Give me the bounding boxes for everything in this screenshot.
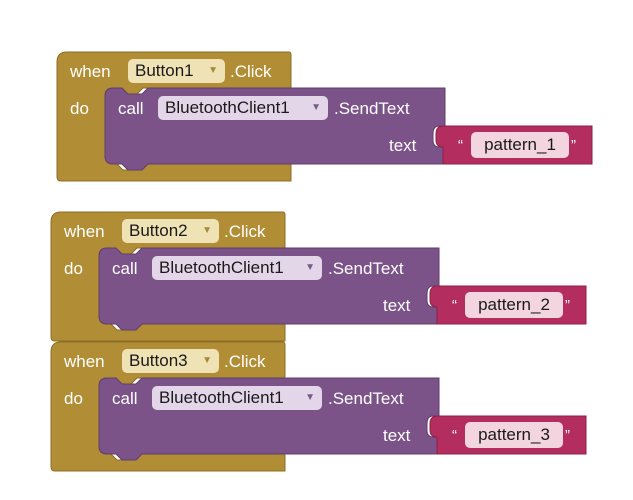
when-label: when (70, 62, 111, 81)
dropdown-arrow-icon: ▼ (305, 392, 315, 403)
dropdown-arrow-icon: ▼ (311, 102, 321, 113)
dropdown-arrow-icon: ▼ (305, 262, 315, 273)
string-value-field[interactable]: pattern_2 (465, 292, 563, 318)
string-value-field[interactable]: pattern_1 (471, 132, 569, 158)
arg-text-label: text (389, 136, 417, 155)
component-dropdown[interactable]: Button1 ▼ (128, 59, 225, 83)
do-label: do (64, 389, 83, 408)
bluetooth-component-label: BluetoothClient1 (159, 258, 284, 277)
call-label: call (112, 259, 138, 278)
do-label: do (64, 259, 83, 278)
dropdown-arrow-icon: ▼ (202, 355, 212, 366)
dropdown-arrow-icon: ▼ (208, 65, 218, 76)
do-label: do (70, 99, 89, 118)
call-label: call (118, 99, 144, 118)
event-name-label: .Click (224, 352, 266, 371)
call-label: call (112, 389, 138, 408)
method-name-label: .SendText (328, 259, 404, 278)
event-name-label: .Click (224, 222, 266, 241)
close-quote: ” (565, 297, 570, 314)
method-name-label: .SendText (328, 389, 404, 408)
bluetooth-component-label: BluetoothClient1 (159, 388, 284, 407)
open-quote: “ (452, 427, 457, 444)
component-dropdown-label: Button2 (129, 221, 188, 240)
component-dropdown[interactable]: Button3 ▼ (122, 349, 219, 373)
component-dropdown-label: Button3 (129, 351, 188, 370)
close-quote: ” (571, 137, 576, 154)
dropdown-arrow-icon: ▼ (202, 225, 212, 236)
open-quote: “ (458, 137, 463, 154)
close-quote: ” (565, 427, 570, 444)
arg-text-label: text (383, 296, 411, 315)
string-value-field[interactable]: pattern_3 (465, 422, 563, 448)
event-name-label: .Click (230, 62, 272, 81)
bluetooth-component-dropdown[interactable]: BluetoothClient1 ▼ (152, 386, 322, 410)
when-label: when (64, 352, 105, 371)
bluetooth-component-dropdown[interactable]: BluetoothClient1 ▼ (158, 96, 328, 120)
method-name-label: .SendText (334, 99, 410, 118)
component-dropdown[interactable]: Button2 ▼ (122, 219, 219, 243)
bluetooth-component-dropdown[interactable]: BluetoothClient1 ▼ (152, 256, 322, 280)
open-quote: “ (452, 297, 457, 314)
bluetooth-component-label: BluetoothClient1 (165, 98, 290, 117)
when-label: when (64, 222, 105, 241)
component-dropdown-label: Button1 (135, 61, 194, 80)
arg-text-label: text (383, 426, 411, 445)
